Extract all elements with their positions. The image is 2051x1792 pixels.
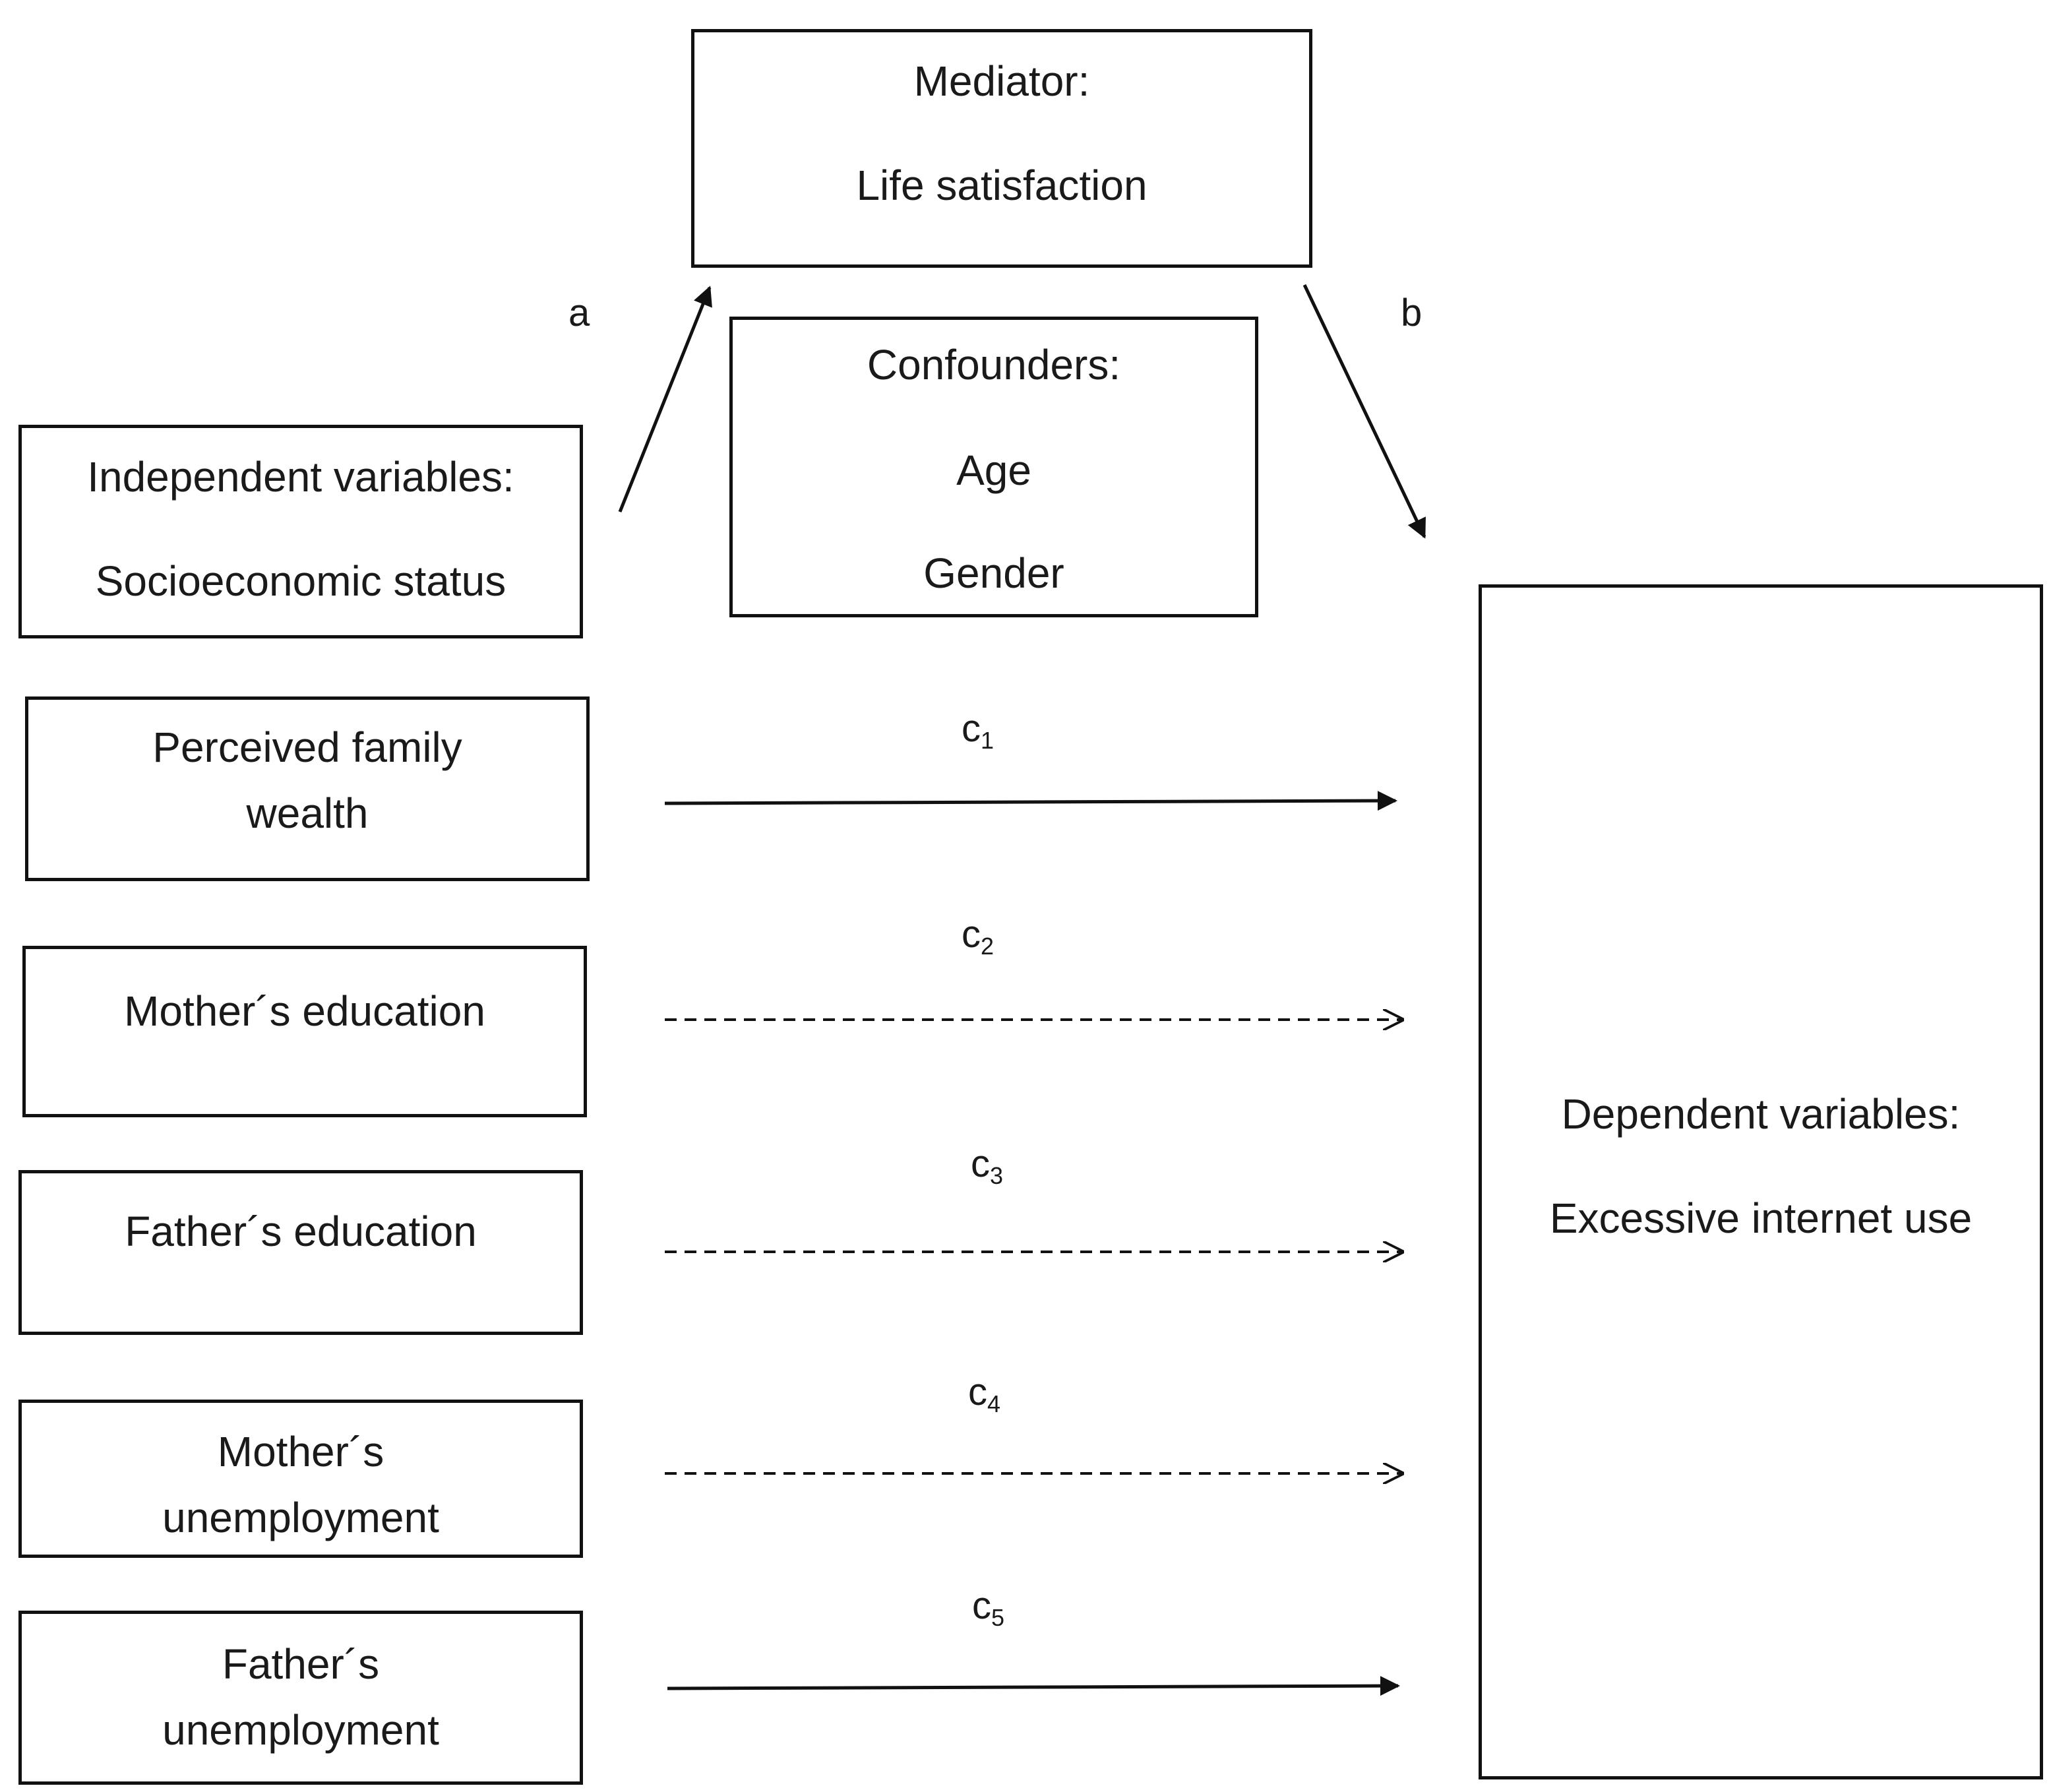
path-label-c5: c5 <box>972 1587 1004 1630</box>
dependent-value: Excessive internet use <box>1549 1194 1973 1242</box>
path-arrow-a <box>618 286 712 512</box>
path-index: 2 <box>981 932 994 960</box>
path-letter: c <box>962 913 981 956</box>
path-index: 3 <box>990 1161 1003 1189</box>
independent-value: Socioeconomic status <box>95 557 506 605</box>
predictor-label-line: Perceived family <box>152 724 462 771</box>
path-index: 1 <box>981 726 994 754</box>
path-label-b: b <box>1401 292 1423 334</box>
path-label-c3: c3 <box>971 1145 1003 1188</box>
path-index: 5 <box>991 1603 1004 1631</box>
path-arrow-c1 <box>664 791 1397 811</box>
path-label-a: a <box>568 292 590 334</box>
predictor-box-fathers-unemployment: Father´s unemployment <box>18 1611 583 1785</box>
independent-box: Independent variables: Socioeconomic sta… <box>18 425 583 638</box>
confounders-title: Confounders: <box>867 341 1121 388</box>
path-label-c2: c2 <box>962 915 994 958</box>
confounder-age: Age <box>956 447 1031 494</box>
predictor-label-line: unemployment <box>162 1494 439 1541</box>
path-letter: c <box>962 707 981 750</box>
path-index: 4 <box>987 1390 1000 1417</box>
path-arrow-b <box>1302 284 1426 539</box>
predictor-label-line: Mother´s <box>217 1428 384 1475</box>
confounders-box: Confounders: Age Gender <box>729 317 1258 617</box>
predictor-box-mothers-education: Mother´s education <box>22 946 587 1117</box>
predictor-box-perceived-family-wealth: Perceived family wealth <box>25 696 590 881</box>
predictor-label-line: Father´s <box>222 1640 380 1688</box>
mediator-title: Mediator: <box>913 57 1090 105</box>
dependent-box: Dependent variables: Excessive internet … <box>1479 584 2043 1779</box>
independent-title: Independent variables: <box>87 453 514 501</box>
predictor-label-line: unemployment <box>162 1706 439 1754</box>
dependent-title: Dependent variables: <box>1561 1090 1961 1138</box>
predictor-box-fathers-education: Father´s education <box>18 1170 583 1335</box>
confounder-gender: Gender <box>923 549 1064 597</box>
predictor-label-line: Father´s education <box>125 1208 477 1255</box>
predictor-label-line: Mother´s education <box>124 987 485 1035</box>
predictor-label-line: wealth <box>246 789 369 837</box>
path-label-c4: c4 <box>968 1373 1000 1416</box>
mediator-value: Life satisfaction <box>856 162 1148 209</box>
path-letter: c <box>971 1142 990 1185</box>
path-letter: c <box>972 1584 991 1627</box>
path-arrow-c5 <box>667 1676 1400 1696</box>
mediator-box: Mediator: Life satisfaction <box>691 29 1312 268</box>
predictor-box-mothers-unemployment: Mother´s unemployment <box>18 1400 583 1558</box>
path-letter: c <box>968 1371 987 1413</box>
path-label-c1: c1 <box>962 710 994 753</box>
